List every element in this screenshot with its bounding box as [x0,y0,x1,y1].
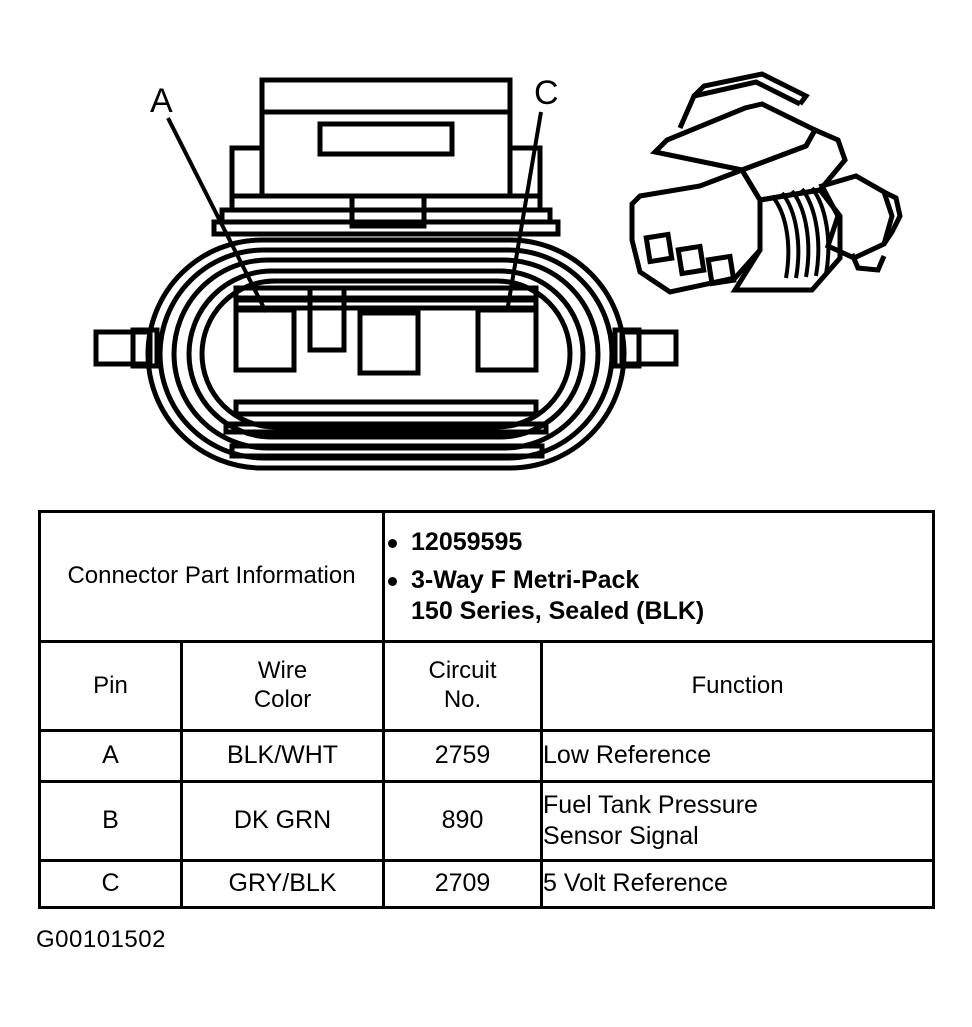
column-header-circuit-no: Circuit No. [382,640,544,732]
connector-description: 3-Way F Metri-Pack 150 Series, Sealed (B… [388,565,932,626]
cavity-b [357,310,421,376]
connector-part-information-values: 12059595 3-Way F Metri-Pack 150 Series, … [382,510,936,643]
figure-caption: G00101502 [36,926,166,953]
column-header-wire-color: Wire Color [179,640,386,732]
table-row: A BLK/WHT 2759 Low Reference [38,729,936,783]
table-header-row: Pin Wire Color Circuit No. Function [38,640,936,732]
cavity-c [475,307,539,373]
connector-part-information-label: Connector Part Information [37,510,386,643]
cell-pin: B [38,780,183,862]
column-header-function: Function [540,640,936,732]
callout-label-c: C [534,74,559,112]
cell-function: Fuel Tank Pressure Sensor Signal [540,780,936,862]
leader-line-c [505,111,543,313]
inner-rim-bottom-bars [223,399,549,459]
housing-flange-bands [211,193,561,237]
connector-part-info-row: Connector Part Information 12059595 3-Wa… [37,510,936,643]
cell-wire-color: BLK/WHT [179,729,386,783]
keying-notch [307,285,347,353]
cavity-a [233,307,297,373]
connector-pinout-table: Connector Part Information 12059595 3-Wa… [37,510,936,909]
connector-diagram: A C [93,71,903,471]
cell-circuit-no: 890 [382,780,544,862]
callout-label-a: A [150,82,173,120]
column-header-pin: Pin [38,640,183,732]
cell-pin: A [38,729,183,783]
cell-circuit-no: 2759 [382,729,544,783]
cell-wire-color: DK GRN [179,780,386,862]
leader-line-a [166,117,268,313]
table-row: B DK GRN 890 Fuel Tank Pressure Sensor S… [38,780,936,862]
inner-rim-top-bars [233,285,539,311]
table-row: C GRY/BLK 2709 5 Volt Reference [38,859,936,909]
housing-upper-block [259,77,513,199]
connector-side-tab-right [612,327,679,369]
cell-circuit-no: 2709 [382,859,544,909]
connector-side-tab-left [93,327,160,369]
cell-pin: C [38,859,183,909]
connector-part-number: 12059595 [388,527,932,558]
cell-wire-color: GRY/BLK [179,859,386,909]
front-face-view [93,77,679,471]
cell-function: Low Reference [540,729,936,783]
isometric-view [629,71,903,295]
connector-part-information-list: 12059595 3-Way F Metri-Pack 150 Series, … [385,527,932,627]
cell-function: 5 Volt Reference [540,859,936,909]
